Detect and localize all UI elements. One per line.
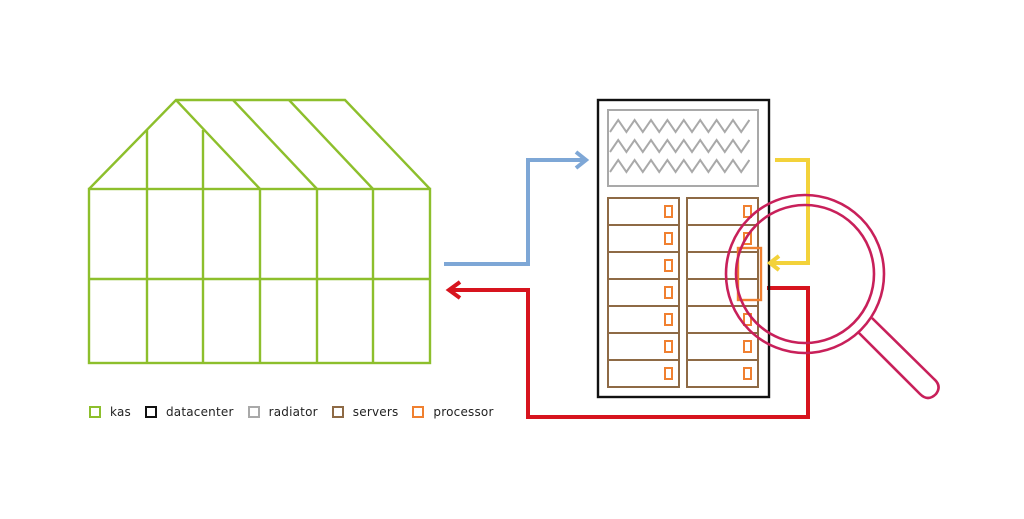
legend-label: servers [352,405,399,419]
legend-item-processor: processor [412,405,493,419]
server-unit [607,251,680,280]
processor-chip [664,286,673,299]
datacenter-frame [596,98,771,399]
server-unit [607,197,680,226]
legend-label: processor [433,405,494,419]
server-unit [686,251,759,280]
yellow-flow-arrow [766,158,810,272]
radiator-fin [609,158,751,174]
processor-chip [664,232,673,245]
greenhouse-icon [87,98,432,365]
magnifier-inner-ring [734,203,876,345]
greenhouse-gable [175,99,261,190]
magnifier-handle [857,317,940,400]
datacenter-rack-icon [596,98,771,399]
radiator-box [607,109,759,187]
processor-chip [743,205,752,218]
server-unit [686,359,759,388]
heat-flow-arrowhead [445,280,462,300]
legend-swatch-kas [89,406,101,418]
legend-swatch-processor [412,406,425,418]
processor-chip [664,367,673,380]
processor-chip [664,205,673,218]
server-unit [607,332,680,361]
legend-label: radiator [268,405,318,419]
legend-label: datacenter [165,405,234,419]
processor-chip [743,340,752,353]
legend-item-servers: servers [331,405,399,419]
server-unit [686,278,759,307]
server-unit [607,278,680,307]
legend-item-datacenter: datacenter [144,405,234,419]
server-unit [607,224,680,253]
heat-flow-arrow [445,280,810,419]
processor-chip [664,340,673,353]
legend-swatch-radiator [247,406,260,418]
processor-chip [743,367,752,380]
cold-flow-arrowhead [574,150,590,170]
greenhouse-roof [88,98,431,190]
radiator-fin [609,138,751,154]
radiator-icon [607,109,759,187]
legend-item-kas: kas [89,405,131,419]
server-unit [686,332,759,361]
yellow-flow-arrowhead [766,254,781,272]
legend-label: kas [110,405,131,419]
legend-item-radiator: radiator [247,405,318,419]
legend: kas datacenter radiator servers processor [89,403,508,421]
magnifying-glass-icon [724,193,940,400]
magnified-processor [736,246,763,302]
radiator-fin [609,118,751,134]
processor-chip [664,259,673,272]
greenhouse-roof-slat [288,99,374,190]
processor-chip [743,232,752,245]
legend-swatch-servers [331,406,344,418]
server-units [607,197,759,388]
greenhouse-roof-slat [232,99,318,190]
processor-chip [664,313,673,326]
cold-flow-arrow [444,150,590,266]
server-unit [607,305,680,334]
server-unit [607,359,680,388]
magnifier-outer-ring [724,193,886,355]
legend-swatch-datacenter [144,406,157,418]
